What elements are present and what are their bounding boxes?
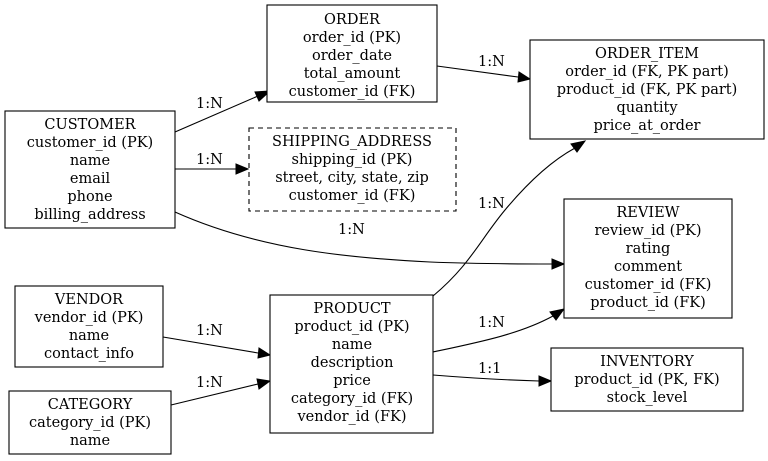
entity-review: REVIEW review_id (PK) rating comment cus… <box>563 198 733 319</box>
edge-product-inventory: 1:1 <box>432 361 553 387</box>
edge-label-product-orderitem: 1:N <box>478 196 505 212</box>
edge-customer-review: 1:N <box>174 211 566 270</box>
entity-shipping-address-field: shipping_id (PK) <box>292 152 413 168</box>
entity-shipping-address-field: customer_id (FK) <box>289 188 416 204</box>
entity-product-field: price <box>333 373 371 389</box>
entity-review-field: product_id (FK) <box>590 295 706 311</box>
entity-shipping-address-title: SHIPPING_ADDRESS <box>272 134 432 150</box>
entity-category: CATEGORY category_id (PK) name <box>8 390 172 455</box>
entity-order-field: order_id (PK) <box>303 30 401 46</box>
entity-order-item: ORDER_ITEM order_id (FK, PK part) produc… <box>529 39 765 140</box>
entity-order-field: order_date <box>312 48 392 64</box>
entity-vendor-field: name <box>69 328 109 344</box>
entity-customer-field: customer_id (PK) <box>27 135 153 151</box>
entity-review-field: rating <box>626 241 671 257</box>
entity-inventory: INVENTORY product_id (PK, FK) stock_leve… <box>550 347 744 412</box>
entity-review-field: review_id (PK) <box>594 223 701 239</box>
entity-inventory-field: product_id (PK, FK) <box>574 372 719 388</box>
entity-customer-title: CUSTOMER <box>44 117 136 133</box>
entity-vendor-field: vendor_id (PK) <box>34 310 144 326</box>
edge-label-vendor-product: 1:N <box>196 323 223 339</box>
edge-label-order-orderitem: 1:N <box>478 54 505 70</box>
edge-label-product-review: 1:N <box>478 315 505 331</box>
entity-product-field: description <box>311 355 394 371</box>
edge-label-customer-review: 1:N <box>338 222 365 238</box>
entity-inventory-field: stock_level <box>607 390 688 406</box>
entity-vendor-title: VENDOR <box>54 292 124 308</box>
entity-product-field: product_id (PK) <box>294 319 409 335</box>
entity-customer-field: name <box>70 153 110 169</box>
edge-label-customer-order: 1:N <box>196 96 223 112</box>
entity-product-field: name <box>332 337 372 353</box>
entity-shipping-address-field: street, city, state, zip <box>275 170 429 186</box>
entity-category-title: CATEGORY <box>48 397 133 413</box>
entity-order-item-field: order_id (FK, PK part) <box>565 64 729 80</box>
entity-order-field: total_amount <box>304 66 401 82</box>
entity-review-field: comment <box>614 259 682 275</box>
entity-product: PRODUCT product_id (PK) name description… <box>269 294 434 434</box>
entity-vendor-field: contact_info <box>44 346 134 362</box>
edge-customer-shipping: 1:N <box>175 152 250 175</box>
entity-customer: CUSTOMER customer_id (PK) name email pho… <box>4 110 176 229</box>
edge-label-customer-shipping: 1:N <box>196 152 223 168</box>
edge-product-review: 1:N <box>432 308 566 353</box>
entity-vendor: VENDOR vendor_id (PK) name contact_info <box>14 285 164 368</box>
entity-product-field: category_id (FK) <box>291 391 413 407</box>
entity-order-item-field: product_id (FK, PK part) <box>557 82 738 98</box>
entity-order: ORDER order_id (PK) order_date total_amo… <box>266 4 438 103</box>
edge-product-orderitem: 1:N <box>432 140 587 297</box>
edge-category-product: 1:N <box>170 375 272 406</box>
edge-vendor-product: 1:N <box>162 323 272 359</box>
entity-customer-field: billing_address <box>34 207 145 223</box>
entity-shipping-address: SHIPPING_ADDRESS shipping_id (PK) street… <box>248 127 457 212</box>
entity-product-title: PRODUCT <box>313 301 391 317</box>
entity-category-field: name <box>70 433 110 449</box>
entity-review-title: REVIEW <box>616 205 679 221</box>
entity-order-item-field: price_at_order <box>594 118 701 134</box>
entity-review-field: customer_id (FK) <box>585 277 712 293</box>
entity-category-field: category_id (PK) <box>29 415 151 431</box>
edge-label-product-inventory: 1:1 <box>478 361 501 377</box>
entity-inventory-title: INVENTORY <box>600 354 694 370</box>
entity-order-item-title: ORDER_ITEM <box>595 46 699 62</box>
edge-customer-order: 1:N <box>174 90 272 133</box>
edge-order-orderitem: 1:N <box>436 54 532 83</box>
entity-order-item-field: quantity <box>616 100 678 116</box>
entity-product-field: vendor_id (FK) <box>296 409 406 425</box>
entity-order-title: ORDER <box>324 12 381 28</box>
entity-customer-field: phone <box>67 189 112 205</box>
edge-label-category-product: 1:N <box>196 375 223 391</box>
entity-customer-field: email <box>70 171 111 187</box>
entity-order-field: customer_id (FK) <box>289 84 416 100</box>
